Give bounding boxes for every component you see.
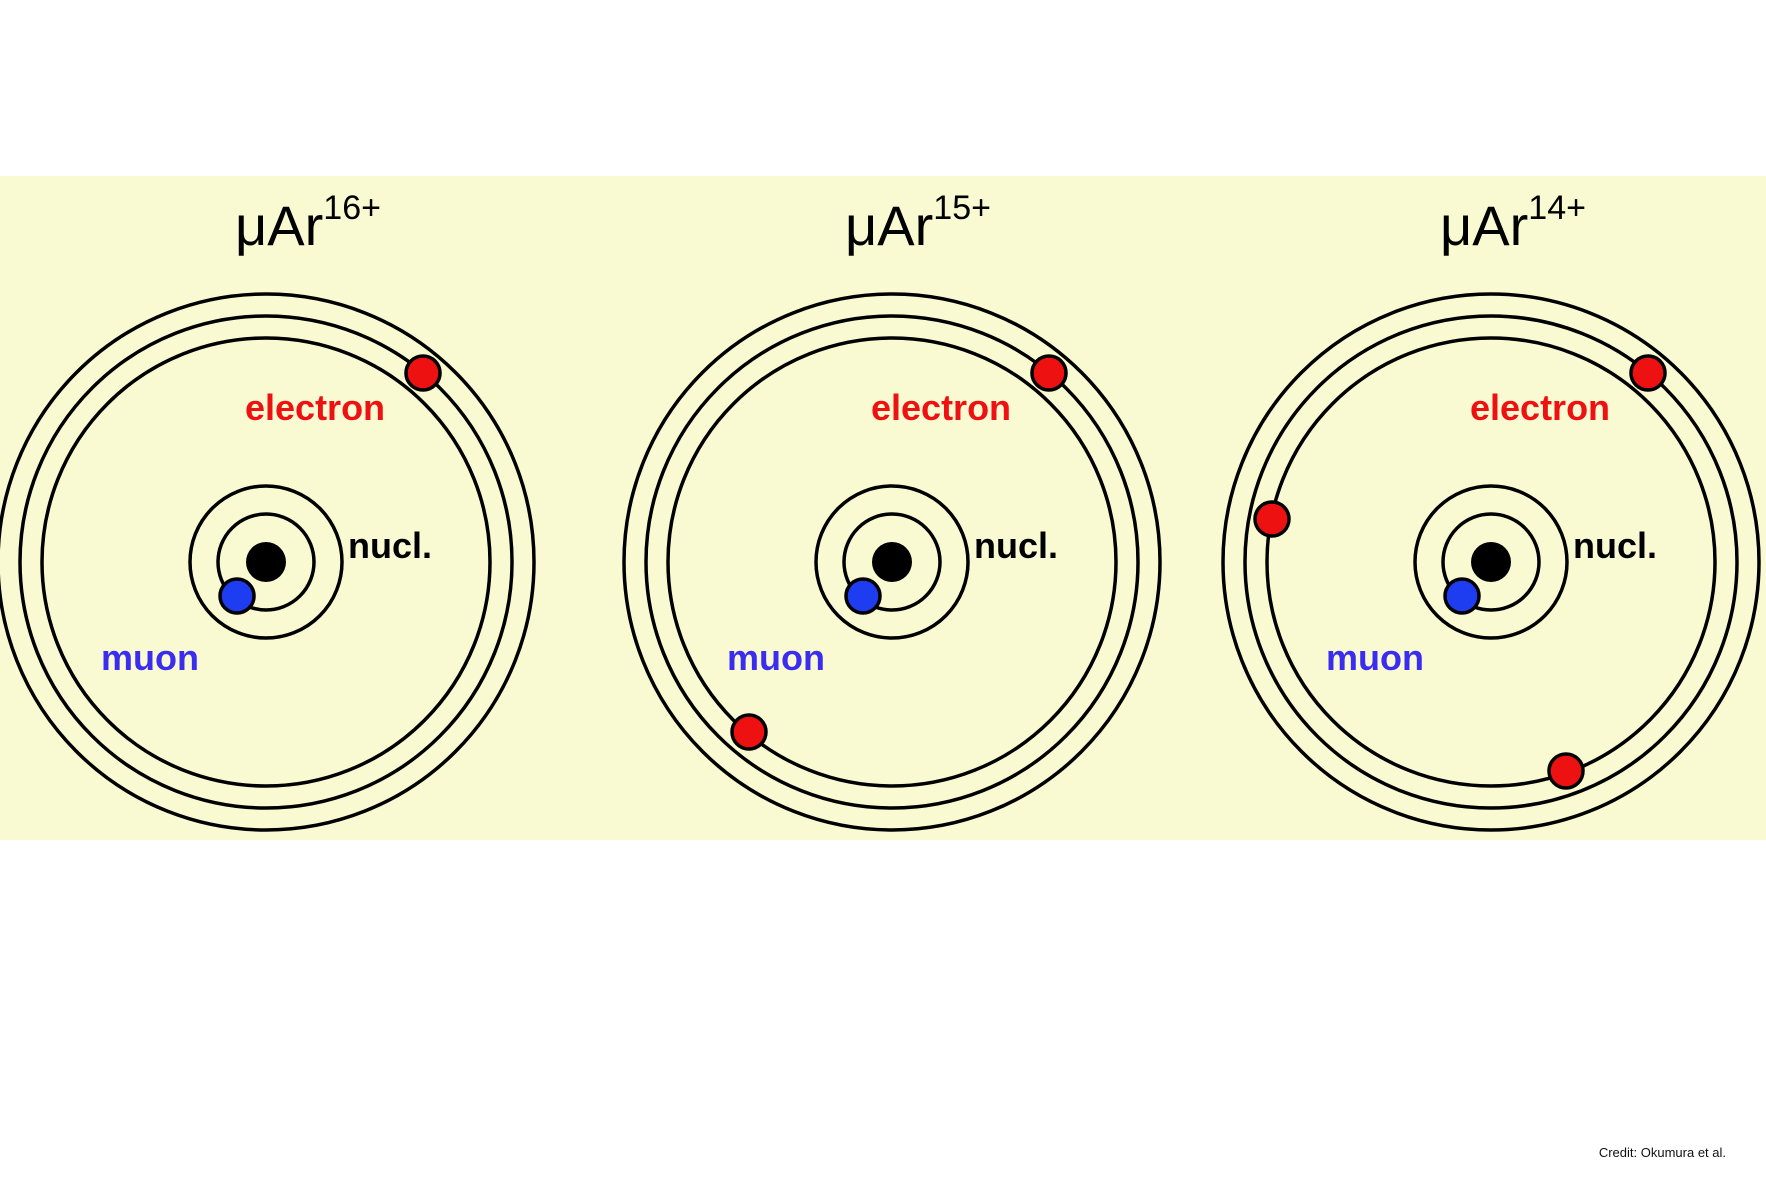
muon-particle <box>1443 577 1481 615</box>
electron-particle <box>1547 752 1585 790</box>
muon-orbit-inner <box>1441 512 1541 612</box>
electron-label: electron <box>245 387 385 428</box>
muon-orbit-outer <box>1413 484 1569 640</box>
muon-orbit-inner <box>842 512 942 612</box>
muon-orbit-outer <box>188 484 344 640</box>
charge-superscript: 16+ <box>323 189 381 227</box>
outer-orbit <box>622 292 1162 832</box>
muon-label: muon <box>101 637 199 678</box>
electron-particle <box>1253 500 1291 538</box>
muon-orbit-outer <box>814 484 970 640</box>
muon-label: muon <box>727 637 825 678</box>
muon-label: muon <box>1326 637 1424 678</box>
charge-superscript: 15+ <box>933 189 991 227</box>
outer-orbit <box>0 292 536 832</box>
electron-orbit-middle <box>18 314 514 810</box>
nucleus <box>872 542 912 582</box>
electron-orbit-inner <box>1265 336 1717 788</box>
nucleus-label: nucl. <box>974 525 1058 566</box>
electron-orbit-middle <box>1243 314 1739 810</box>
ion-symbol: μAr <box>845 194 933 257</box>
panel-muar-14: μAr14+ electron nucl. muon <box>1221 189 1761 832</box>
panel-muar-15: μAr15+ electron nucl. muon <box>622 189 1162 832</box>
nucleus <box>246 542 286 582</box>
credit-text: Credit: Okumura et al. <box>1599 1145 1726 1160</box>
panel-title: μAr15+ <box>845 189 991 257</box>
muon-orbit-inner <box>216 512 316 612</box>
ion-symbol: μAr <box>235 194 323 257</box>
outer-orbit <box>1221 292 1761 832</box>
electron-particle <box>730 713 768 751</box>
charge-superscript: 14+ <box>1528 189 1586 227</box>
electron-orbit-inner <box>666 336 1118 788</box>
panel-title: μAr16+ <box>235 189 381 257</box>
nucleus-label: nucl. <box>348 525 432 566</box>
panel-muar-16: μAr16+ electron nucl. muon <box>0 189 536 832</box>
electron-particle <box>1629 354 1667 392</box>
muon-particle <box>218 577 256 615</box>
electron-label: electron <box>1470 387 1610 428</box>
muon-particle <box>844 577 882 615</box>
electron-label: electron <box>871 387 1011 428</box>
ion-symbol: μAr <box>1440 194 1528 257</box>
electron-particle <box>404 354 442 392</box>
background-band <box>0 176 1766 840</box>
electron-orbit-middle <box>644 314 1140 810</box>
panel-title: μAr14+ <box>1440 189 1586 257</box>
nucleus <box>1471 542 1511 582</box>
nucleus-label: nucl. <box>1573 525 1657 566</box>
electron-orbit-inner <box>40 336 492 788</box>
electron-particle <box>1030 354 1068 392</box>
